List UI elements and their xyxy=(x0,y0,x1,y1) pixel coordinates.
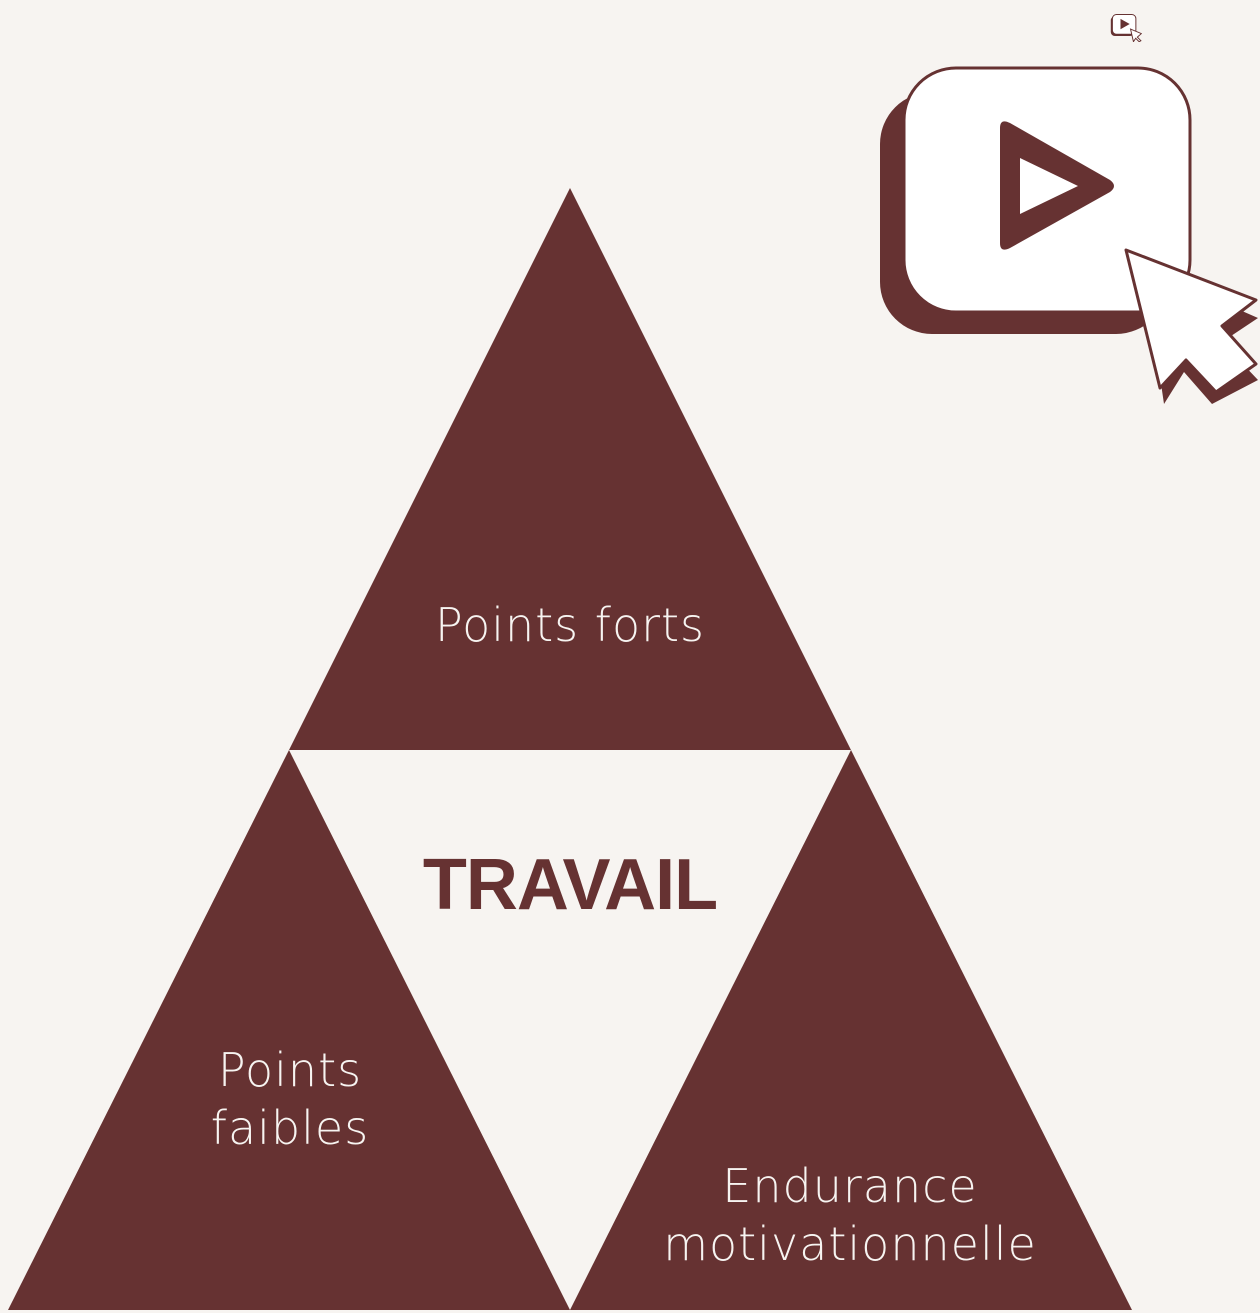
label-line: Points forts xyxy=(434,598,706,652)
video-play-cursor-icon[interactable] xyxy=(1110,14,1143,43)
triangle-bottom-right xyxy=(570,750,1132,1310)
video-play-button-icon[interactable] xyxy=(876,62,1260,408)
play-triangle-inner xyxy=(1020,158,1078,214)
label-points-faibles: Points faibles xyxy=(140,1041,440,1157)
label-line: Endurance xyxy=(722,1159,978,1213)
triangle-bottom-left xyxy=(8,750,570,1310)
center-title: TRAVAIL xyxy=(422,845,718,925)
label-line: faibles xyxy=(210,1101,370,1155)
label-line: Points xyxy=(217,1043,363,1097)
cursor-arrow xyxy=(1124,248,1258,394)
triangle-top xyxy=(289,188,851,750)
label-endurance-motivationnelle: Endurance motivationnelle xyxy=(610,1157,1090,1273)
label-points-forts: Points forts xyxy=(370,596,770,654)
label-line: motivationnelle xyxy=(663,1217,1037,1271)
